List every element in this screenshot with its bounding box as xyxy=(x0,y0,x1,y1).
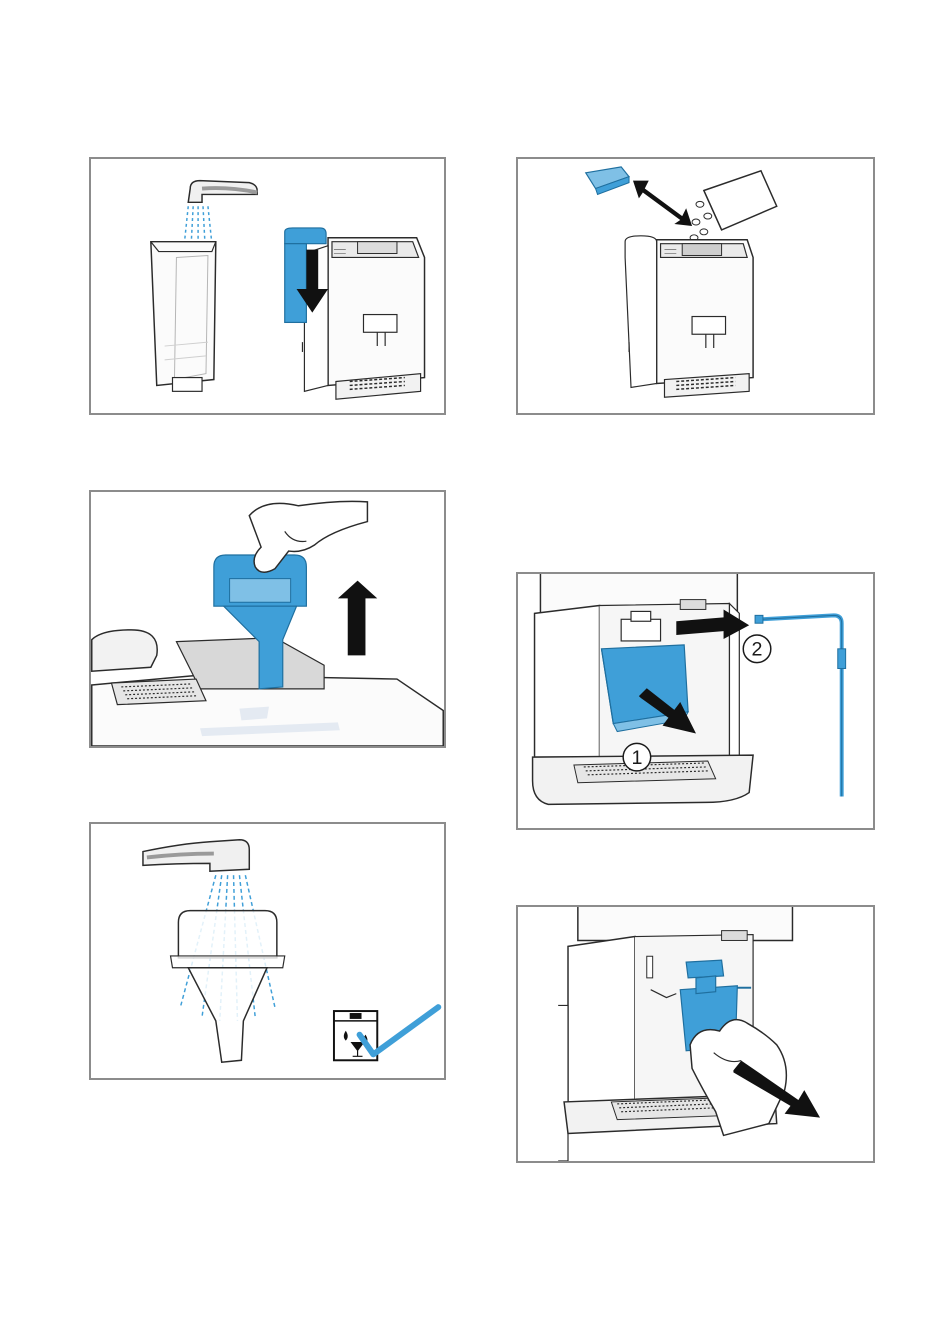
figure-rinse-funnel xyxy=(89,822,446,1080)
tap-icon xyxy=(188,181,257,203)
coffee-machine-icon xyxy=(625,236,753,397)
callout-1: 1 xyxy=(623,743,651,771)
hand-icon xyxy=(249,501,367,572)
up-arrow-icon xyxy=(338,581,377,656)
rinse-funnel-illustration xyxy=(91,824,444,1078)
tap-icon xyxy=(143,840,249,872)
coffee-machine-icon xyxy=(302,238,424,399)
callout-2: 2 xyxy=(743,635,771,663)
water-drops-icon xyxy=(184,206,212,243)
bean-container-illustration xyxy=(518,159,873,413)
figure-remove-funnel xyxy=(89,490,446,748)
remove-tray-and-pipe-illustration: 1 2 xyxy=(518,574,873,828)
coffee-beans-icon xyxy=(690,201,712,240)
lid-icon xyxy=(586,167,629,195)
rinse-water-tank-illustration xyxy=(91,159,444,413)
coffee-bag-icon xyxy=(704,171,777,230)
funnel-icon xyxy=(171,911,285,1063)
water-tank-icon xyxy=(151,242,216,392)
svg-text:2: 2 xyxy=(752,639,763,661)
remove-brewing-unit-illustration xyxy=(518,907,873,1161)
remove-funnel-illustration xyxy=(91,492,444,746)
figure-bean-container xyxy=(516,157,875,415)
double-arrow-icon xyxy=(633,181,692,226)
svg-text:1: 1 xyxy=(631,747,642,769)
figure-remove-tray-and-pipe: 1 2 xyxy=(516,572,875,830)
figure-rinse-water-tank xyxy=(89,157,446,415)
figure-remove-brewing-unit xyxy=(516,905,875,1163)
